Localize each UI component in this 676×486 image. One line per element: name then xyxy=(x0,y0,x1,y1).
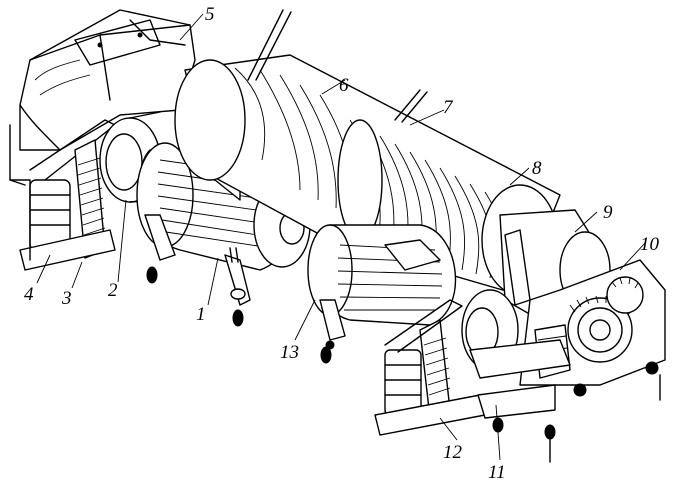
leader-lines xyxy=(36,13,647,461)
label-4: 4 xyxy=(24,284,34,305)
right-motor xyxy=(307,224,457,364)
label-3: 3 xyxy=(61,288,72,309)
label-7: 7 xyxy=(443,97,454,118)
right-gearbox xyxy=(499,209,666,401)
label-13: 13 xyxy=(280,342,299,363)
label-9: 9 xyxy=(603,202,613,223)
left-brake xyxy=(9,119,116,271)
label-5: 5 xyxy=(205,4,215,25)
label-8: 8 xyxy=(532,158,542,179)
label-12: 12 xyxy=(443,442,463,463)
label-1: 1 xyxy=(196,304,206,325)
right-brake xyxy=(374,289,571,463)
label-6: 6 xyxy=(339,75,349,96)
label-2: 2 xyxy=(108,280,118,301)
label-10: 10 xyxy=(640,234,660,255)
label-11: 11 xyxy=(488,462,506,483)
